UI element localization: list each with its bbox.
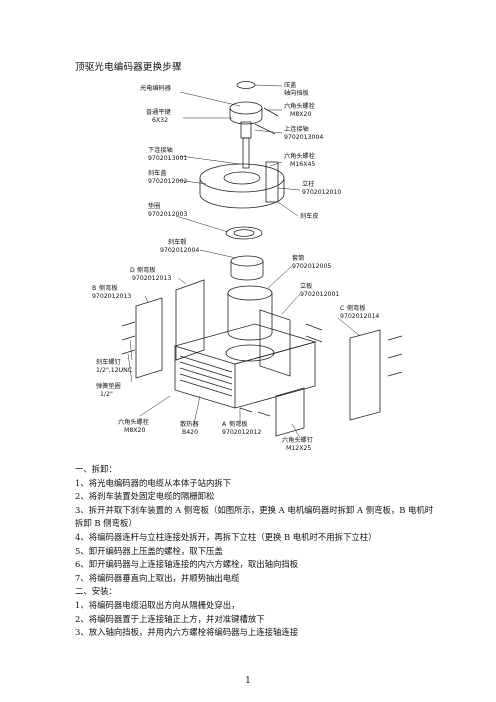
label-sleeve: 套筒 bbox=[292, 254, 304, 262]
label-spring-washer: 弹簧垫圈 bbox=[96, 382, 121, 390]
exploded-assembly-diagram: 压盖 轴向挡板 光电编码器 普通平键 6X32 六角头螺栓 M8X20 上连接轴… bbox=[0, 78, 496, 458]
label-hex-bolt-top: 六角头螺栓 bbox=[284, 102, 315, 110]
label-upper-shaft: 上连接轴 bbox=[284, 125, 309, 133]
label-brake-disc: 刹车皮 bbox=[300, 212, 319, 220]
label-hex-bolt-mid-spec: M16X45 bbox=[290, 161, 315, 168]
page-number: 1 bbox=[245, 676, 251, 686]
label-upper-shaft-no: 9702013004 bbox=[284, 134, 323, 141]
label-side-d: 侧弯板 bbox=[137, 266, 156, 274]
label-brake-screw: 刹车螺钉 bbox=[96, 358, 121, 366]
label-side-b-letter: B bbox=[92, 285, 96, 292]
label-upright-no: 9702012001 bbox=[300, 291, 339, 298]
label-nameplate: 压盖 bbox=[284, 81, 296, 89]
step-line: 一、拆卸： bbox=[75, 464, 117, 474]
label-spacer-no: 9702012003 bbox=[148, 211, 187, 218]
label-side-b-no: 9702012013 bbox=[92, 293, 131, 300]
procedure-text: 一、拆卸： 1、将光电编码器的电缆从本体子站内拆下 2、将刹车装置处固定电缆的隔… bbox=[75, 463, 435, 640]
step-line: 二、安装： bbox=[75, 586, 117, 597]
label-side-c: 侧弯板 bbox=[347, 304, 366, 312]
label-pillar: 立柱 bbox=[302, 180, 314, 188]
label-side-d-letter: D bbox=[130, 267, 135, 274]
label-sleeve-no: 9702012005 bbox=[292, 263, 331, 270]
label-upright: 立板 bbox=[300, 282, 312, 290]
label-hex-bolt-low-spec: M8X20 bbox=[124, 427, 145, 434]
label-radiator: 散热器 bbox=[180, 420, 199, 428]
step-line: 2、将刹车装置处固定电缆的隔栅卸松 bbox=[75, 491, 215, 502]
step-line: 1、将光电编码器的电缆从本体子站内拆下 bbox=[75, 477, 232, 488]
label-hex-screw-spec: M12X25 bbox=[286, 445, 311, 452]
label-radiator-spec: B420 bbox=[182, 429, 198, 436]
label-side-c-no: 9702012014 bbox=[340, 313, 379, 320]
label-brake-cover-no: 9702012002 bbox=[148, 178, 187, 185]
step-line: 3、拆开并取下刹车装置的 A 侧弯板（如图所示，更换 A 电机编码器时拆卸 A … bbox=[75, 504, 434, 529]
label-brake-cover: 刹车盖 bbox=[148, 169, 167, 177]
label-spacer: 垫圈 bbox=[148, 202, 160, 210]
label-brake-hub-no: 9702012004 bbox=[160, 247, 199, 254]
step-line: 1、将编码器电缆沿取出方向从隔栅处穿出， bbox=[75, 599, 240, 610]
label-brake-hub: 刹车毂 bbox=[168, 238, 187, 246]
label-flat-key-spec: 6X32 bbox=[152, 117, 168, 124]
label-hex-bolt-mid: 六角头螺栓 bbox=[284, 152, 315, 160]
label-lower-shaft: 下连接轴 bbox=[148, 146, 173, 154]
label-side-b: 侧弯板 bbox=[99, 284, 118, 292]
label-pillar-no: 9702012010 bbox=[302, 189, 341, 196]
label-hex-bolt-top-spec: M8X20 bbox=[290, 111, 311, 118]
step-line: 2、将编码器置于上连接轴正上方，并对准键槽放下 bbox=[75, 613, 265, 624]
label-brake-screw-spec: 1/2",12UNC bbox=[96, 367, 132, 374]
label-side-d-no: 9702012013 bbox=[132, 275, 171, 282]
step-line: 4、将编码器连杆与立柱连接处拆开，再拆下立柱（更换 B 电机时不用拆下立柱） bbox=[75, 531, 377, 542]
page-title: 顶驱光电编码器更换步骤 bbox=[75, 62, 182, 73]
label-flat-key: 普通平键 bbox=[146, 108, 171, 116]
label-spring-washer-spec: 1/2" bbox=[100, 391, 113, 398]
label-hex-screw: 六角头螺钉 bbox=[282, 436, 313, 444]
label-side-a: 侧弯板 bbox=[229, 420, 248, 428]
step-line: 6、卸开编码器与上连接轴连接的内六方螺栓，取出轴向挡板 bbox=[75, 559, 299, 570]
step-line: 7、将编码器垂直向上取出，并顺势抽出电缆 bbox=[75, 572, 240, 583]
label-encoder: 光电编码器 bbox=[140, 84, 172, 92]
label-side-c-letter: C bbox=[340, 305, 344, 312]
step-line: 3、放入轴向挡板，并用内六方螺栓将编码器与上连接轴连接 bbox=[75, 627, 299, 638]
label-lower-shaft-no: 9702013001 bbox=[148, 155, 187, 162]
label-side-a-letter: A bbox=[222, 421, 227, 428]
label-hex-bolt-low: 六角头螺栓 bbox=[118, 418, 149, 426]
step-line: 5、卸开编码器上压盖的螺栓，取下压盖 bbox=[75, 545, 223, 556]
label-stop-plate: 轴向挡板 bbox=[284, 89, 309, 97]
diagram-svg: 压盖 轴向挡板 光电编码器 普通平键 6X32 六角头螺栓 M8X20 上连接轴… bbox=[92, 81, 403, 452]
label-side-a-no: 9702012012 bbox=[222, 429, 261, 436]
